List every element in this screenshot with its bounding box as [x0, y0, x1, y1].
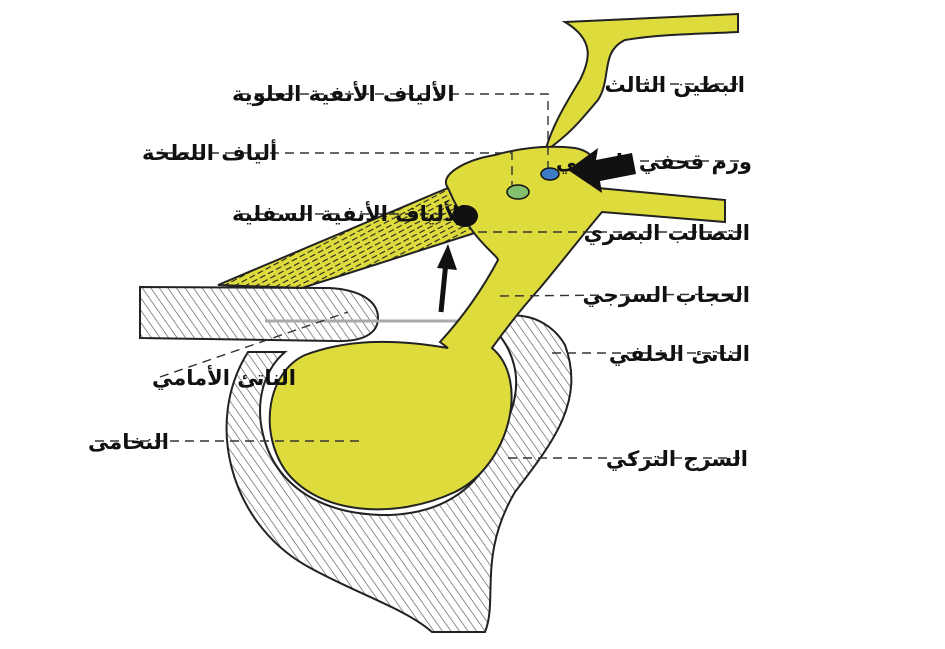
anterior-clinoid-bone: [139, 285, 380, 343]
macular-fibers-dot: [506, 184, 530, 200]
upward-compression-arrow: [437, 244, 457, 313]
label-posterior-clinoid: الناتئ الخلفي: [609, 342, 750, 366]
optic-chiasm-tissue: [268, 145, 726, 511]
label-diaphragma-sellae: الحجاب السرجي: [582, 283, 750, 307]
label-inferior-nasal-fibers: الألياف الأنفية السفلية: [232, 200, 467, 226]
leader-superior-nasal: [240, 93, 549, 168]
label-craniopharyngioma: ورم قحفي بلعومي: [556, 150, 752, 174]
third-ventricle-tissue: [543, 12, 739, 155]
label-anterior-clinoid: الناتئ الأمامي: [152, 364, 296, 390]
inferior-nasal-fibers-dot: [452, 205, 478, 227]
superior-nasal-fibers-dot: [540, 167, 560, 181]
tumor-compression-arrow: [568, 148, 636, 193]
leader-anterior-clinoid: [159, 311, 349, 378]
leader-macular: [165, 152, 513, 185]
leader-diaphragma-sellae: [499, 293, 743, 297]
label-third-ventricle: البطين الثالث: [604, 73, 745, 97]
label-macular-fibers: ألياف اللطخة: [142, 138, 277, 165]
label-optic-chiasm: التصالب البصري: [584, 221, 750, 246]
label-superior-nasal-fibers: الألياف الأنفية العلوية: [232, 80, 455, 106]
label-sella-turcica: السرج التركي: [606, 447, 748, 472]
label-pituitary: النخامى: [88, 430, 169, 454]
sella-turcica-bone: [225, 314, 573, 633]
